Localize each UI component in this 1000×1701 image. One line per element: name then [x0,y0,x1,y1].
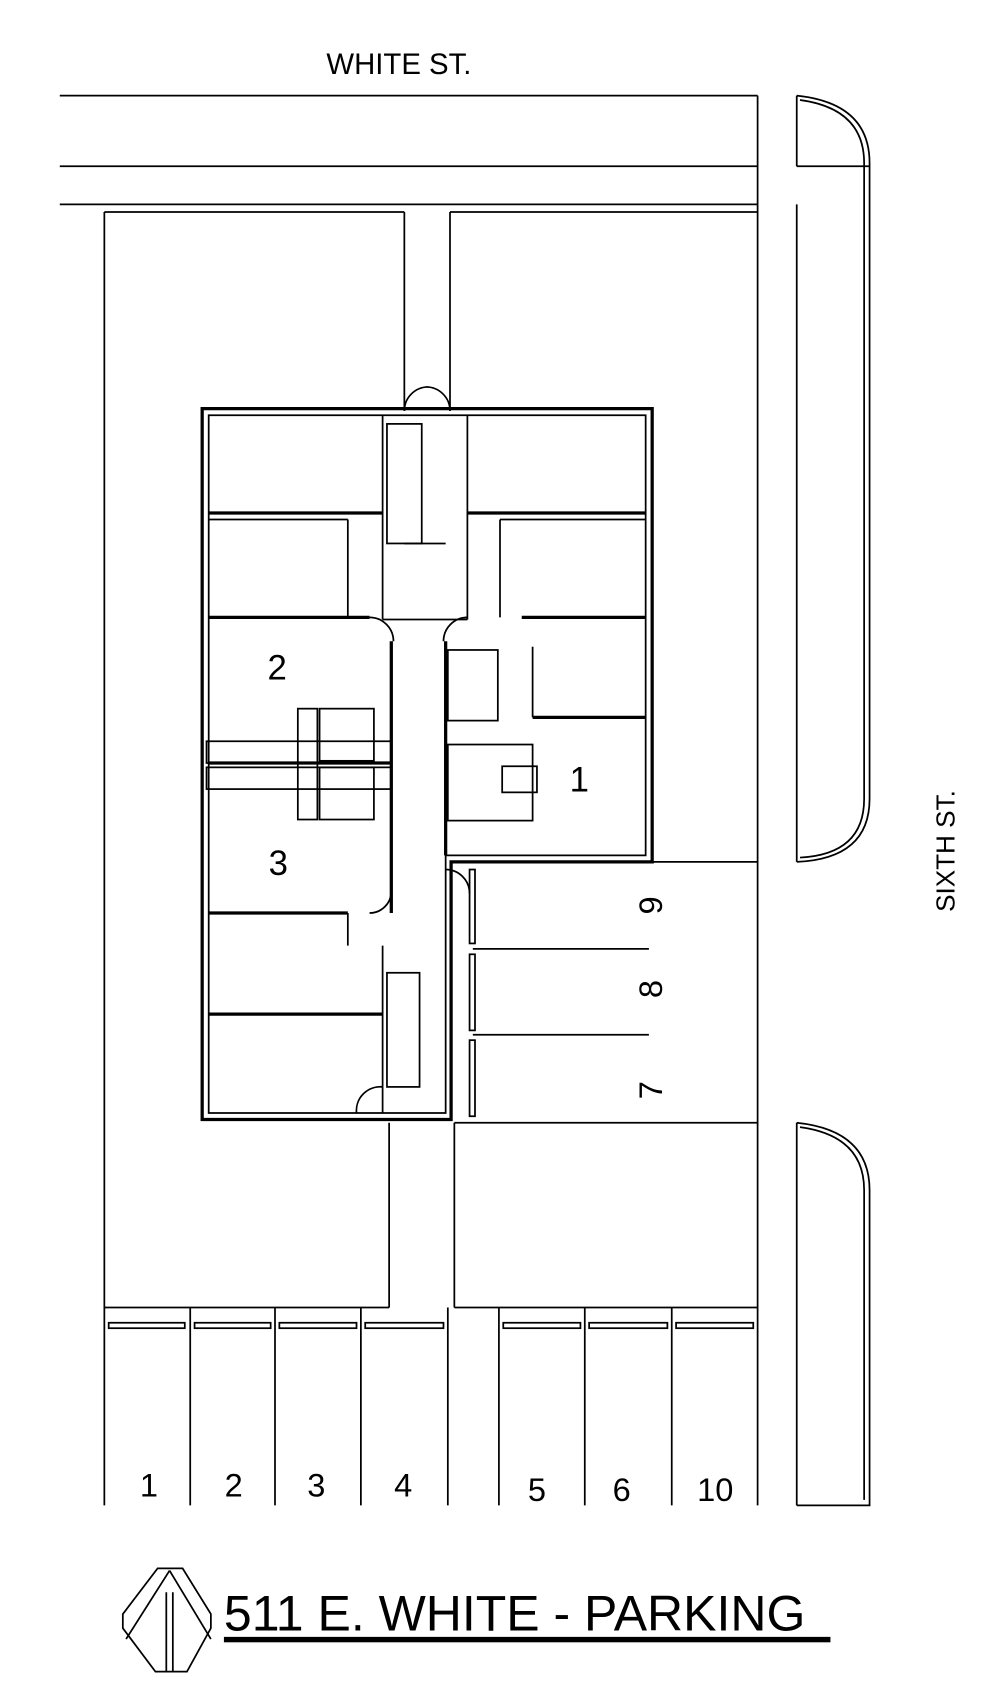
parking-stall-10: 10 [697,1471,733,1508]
parking-stall-9: 9 [632,896,669,914]
side-parking [451,861,758,1124]
parking-stall-8: 8 [632,980,669,998]
building [200,386,654,1122]
parking-stall-5: 5 [528,1471,546,1508]
white-street [59,94,758,206]
unit-label-3: 3 [269,845,288,883]
unit-label-2: 2 [268,649,287,687]
sixth-street [756,94,871,1507]
page-title: 511 E. WHITE - PARKING [224,1585,805,1641]
parking-stall-2: 2 [225,1467,243,1504]
title-underline [223,1636,831,1643]
parking-stall-7: 7 [632,1081,669,1099]
sixth-street-label: SIXTH ST. [930,790,960,912]
parking-stall-4: 4 [394,1467,412,1504]
lot-boundary [103,211,758,1506]
unit-label-1: 1 [570,761,589,799]
parking-stall-1: 1 [140,1467,158,1504]
parking-stall-3: 3 [307,1467,325,1504]
parking-stall-6: 6 [613,1471,631,1508]
bottom-parking [107,1307,755,1506]
north-arrow-icon [121,1567,212,1673]
white-street-label: WHITE ST. [326,48,471,81]
